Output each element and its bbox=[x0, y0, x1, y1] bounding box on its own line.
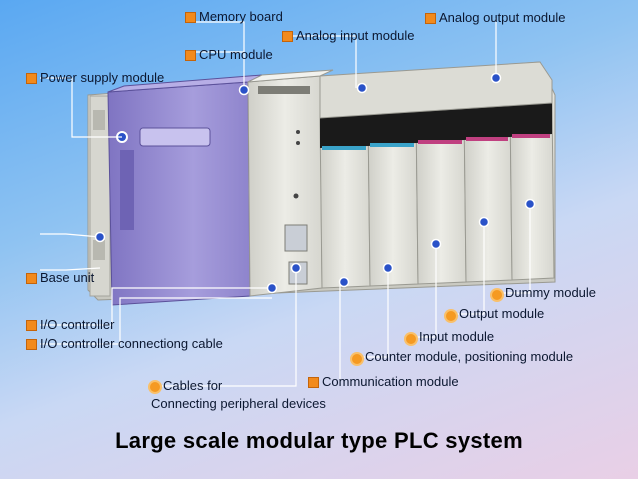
orange-sun-bullet-icon bbox=[150, 382, 160, 392]
label-memory-board: Memory board bbox=[185, 10, 283, 24]
orange-square-bullet-icon bbox=[425, 12, 436, 24]
orange-square-bullet-icon bbox=[185, 11, 196, 23]
io-modules-shape bbox=[319, 61, 555, 289]
diagram-title: Large scale modular type PLC system bbox=[115, 428, 523, 453]
orange-square-bullet-icon bbox=[26, 319, 37, 331]
label-power-supply-module: Power supply module bbox=[26, 71, 164, 85]
label-input-module: Input module bbox=[406, 330, 494, 344]
label-dummy-module: Dummy module bbox=[492, 286, 596, 300]
orange-square-bullet-icon bbox=[26, 72, 37, 84]
orange-sun-bullet-icon bbox=[446, 310, 456, 321]
orange-square-bullet-icon bbox=[26, 272, 37, 284]
label-analog-input-module: Analog input module bbox=[282, 29, 415, 43]
label-cpu-module: CPU module bbox=[185, 48, 273, 62]
orange-square-bullet-icon bbox=[282, 30, 293, 42]
label-output-module: Output module bbox=[446, 307, 544, 321]
cpu-module-shape bbox=[247, 69, 334, 297]
label-base-unit: Base unit bbox=[26, 271, 94, 285]
power-supply-shape bbox=[107, 74, 263, 306]
label-counter-module: Counter module, positioning module bbox=[352, 350, 573, 364]
leader-dots bbox=[94, 72, 536, 294]
orange-square-bullet-icon bbox=[185, 49, 196, 61]
label-cables-peripheral: Cables for Connecting peripheral devices bbox=[150, 378, 326, 411]
label-analog-output-module: Analog output module bbox=[425, 11, 565, 25]
leader-lines bbox=[40, 18, 531, 387]
orange-sun-bullet-icon bbox=[352, 353, 362, 364]
orange-square-bullet-icon bbox=[26, 338, 37, 350]
orange-square-bullet-icon bbox=[308, 376, 319, 388]
label-io-controller: I/O controller bbox=[26, 318, 114, 332]
orange-sun-bullet-icon bbox=[492, 289, 502, 300]
orange-sun-bullet-icon bbox=[406, 333, 416, 344]
label-communication-module: Communication module bbox=[308, 375, 459, 389]
label-io-controller-cable: I/O controller connectiong cable bbox=[26, 337, 223, 351]
